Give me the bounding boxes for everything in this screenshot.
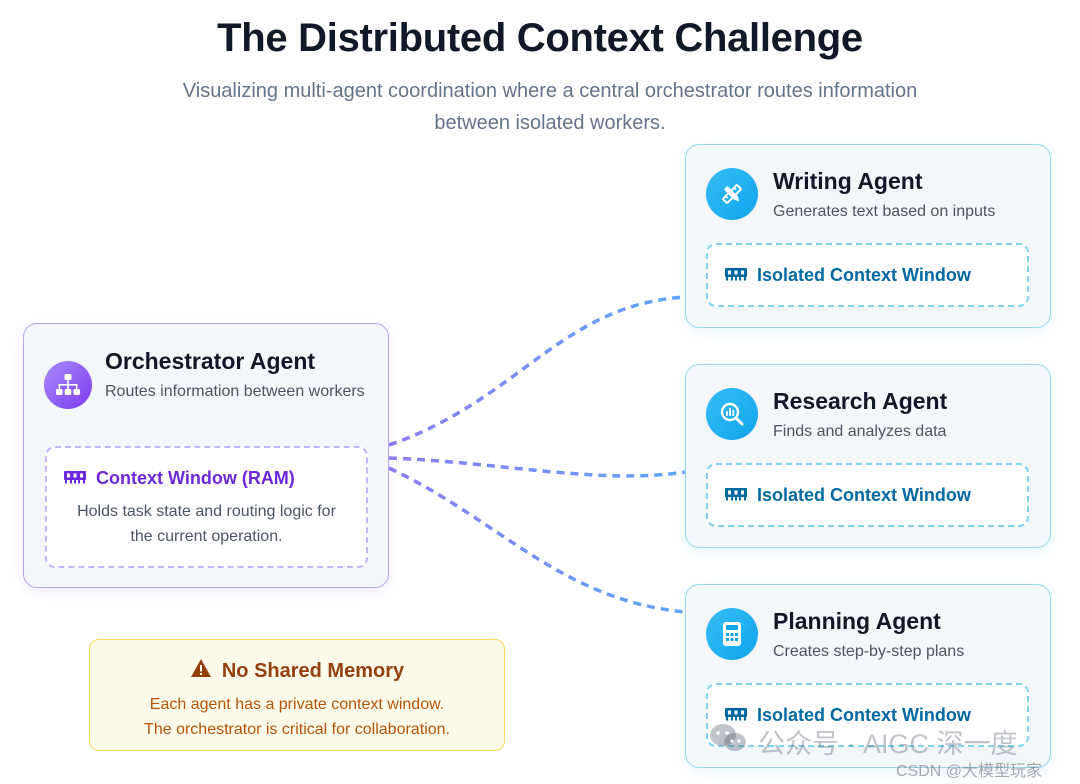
planning-agent-context-label: Isolated Context Window (757, 705, 971, 725)
connector-planning (388, 466, 686, 614)
memory-chip-icon (725, 705, 747, 726)
writing-agent-context-label: Isolated Context Window (757, 265, 971, 285)
writing-agent-description: Generates text based on inputs (773, 203, 996, 220)
credit-text: CSDN @大模型玩家 (896, 763, 1043, 780)
research-agent-description: Finds and analyzes data (773, 423, 947, 440)
research-agent-context-label: Isolated Context Window (757, 485, 971, 505)
pen-ruler-icon (706, 168, 758, 220)
planning-agent-description: Creates step-by-step plans (773, 643, 965, 660)
orchestrator-context-window: Context Window (RAM) Holds task state an… (45, 446, 368, 568)
orchestrator-card: Orchestrator Agent Routes information be… (23, 323, 389, 588)
warning-line-2: The orchestrator is critical for collabo… (144, 721, 450, 738)
writing-agent-card: Writing Agent Generates text based on in… (685, 144, 1051, 328)
memory-chip-icon (64, 468, 86, 489)
watermark: 公众号 · AIGC 深一度 (708, 722, 1018, 761)
orchestrator-context-header: Context Window (RAM) (64, 468, 366, 489)
orchestrator-context-text: Holds task state and routing logic for t… (77, 503, 336, 545)
orchestrator-context-label: Context Window (RAM) (96, 468, 295, 488)
watermark-text: 公众号 · AIGC 深一度 (758, 729, 1018, 759)
orchestrator-name: Orchestrator Agent (105, 348, 316, 374)
writing-agent-context-window: Isolated Context Window (706, 243, 1029, 307)
page-title: The Distributed Context Challenge (217, 16, 863, 60)
memory-chip-icon (725, 485, 747, 506)
research-agent-card: Research Agent Finds and analyzes data I… (685, 364, 1051, 548)
planning-agent-name: Planning Agent (773, 608, 941, 634)
no-shared-memory-callout: No Shared Memory Each agent has a privat… (89, 639, 505, 751)
connector-research (388, 456, 686, 478)
memory-chip-icon (725, 265, 747, 286)
page-subtitle: Visualizing multi-agent coordination whe… (182, 80, 918, 134)
warning-line-1: Each agent has a private context window. (149, 696, 445, 713)
research-agent-name: Research Agent (773, 388, 948, 414)
warning-triangle-icon (190, 658, 212, 684)
magnifier-chart-icon (706, 388, 758, 440)
orchestrator-description: Routes information between workers (105, 383, 365, 400)
planning-agent-card: Planning Agent Creates step-by-step plan… (685, 584, 1051, 768)
planning-agent-context-window: Isolated Context Window (706, 683, 1029, 747)
sitemap-icon (44, 361, 92, 409)
calculator-icon (706, 608, 758, 660)
warning-title: No Shared Memory (221, 659, 405, 682)
research-agent-context-window: Isolated Context Window (706, 463, 1029, 527)
wechat-icon (708, 722, 748, 761)
writing-agent-name: Writing Agent (773, 168, 923, 194)
connector-writing (388, 295, 686, 447)
